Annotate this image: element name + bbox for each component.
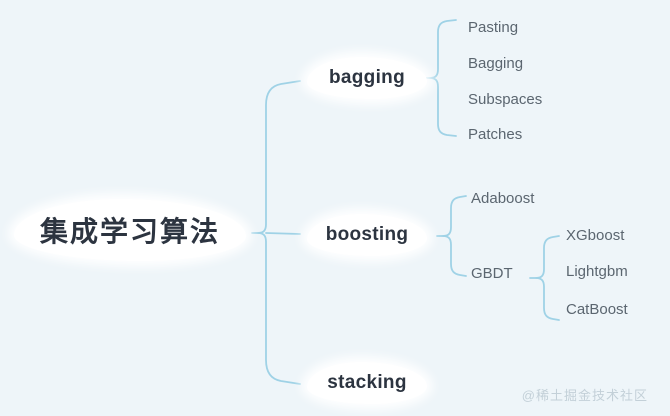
leaf-catboost[interactable]: CatBoost	[566, 301, 628, 318]
leaf-bagging[interactable]: Bagging	[468, 55, 524, 72]
leaf-xgboost[interactable]: XGboost	[566, 227, 625, 244]
connector-gbdt-brace-upper	[529, 235, 560, 279]
root-node[interactable]: 集成学习算法	[14, 199, 246, 261]
branch-node-boosting[interactable]: boosting	[307, 214, 427, 256]
connector-boosting-brace-lower	[442, 235, 467, 277]
branch-node-bagging[interactable]: bagging	[307, 57, 427, 99]
watermark: @稀土掘金技术社区	[521, 388, 648, 403]
leaf-patches[interactable]: Patches	[468, 126, 523, 143]
leaf-subspaces[interactable]: Subspaces	[468, 91, 543, 108]
connector-root-brace	[251, 80, 301, 234]
connector-gbdt-brace-lower	[535, 277, 560, 321]
branch-node-stacking[interactable]: stacking	[307, 362, 427, 404]
leaf-lightgbm[interactable]: Lightgbm	[566, 263, 628, 280]
connector-boosting-brace-upper	[436, 195, 467, 237]
leaf-gbdt[interactable]: GBDT	[471, 265, 513, 282]
connector-root-to-boosting	[265, 232, 301, 235]
leaf-pasting[interactable]: Pasting	[468, 19, 519, 36]
connector-bagging-brace-lower	[429, 77, 457, 137]
connector-bagging-brace-upper	[423, 19, 457, 79]
connector-root-brace-lower	[257, 232, 301, 385]
leaf-adaboost[interactable]: Adaboost	[471, 190, 535, 207]
